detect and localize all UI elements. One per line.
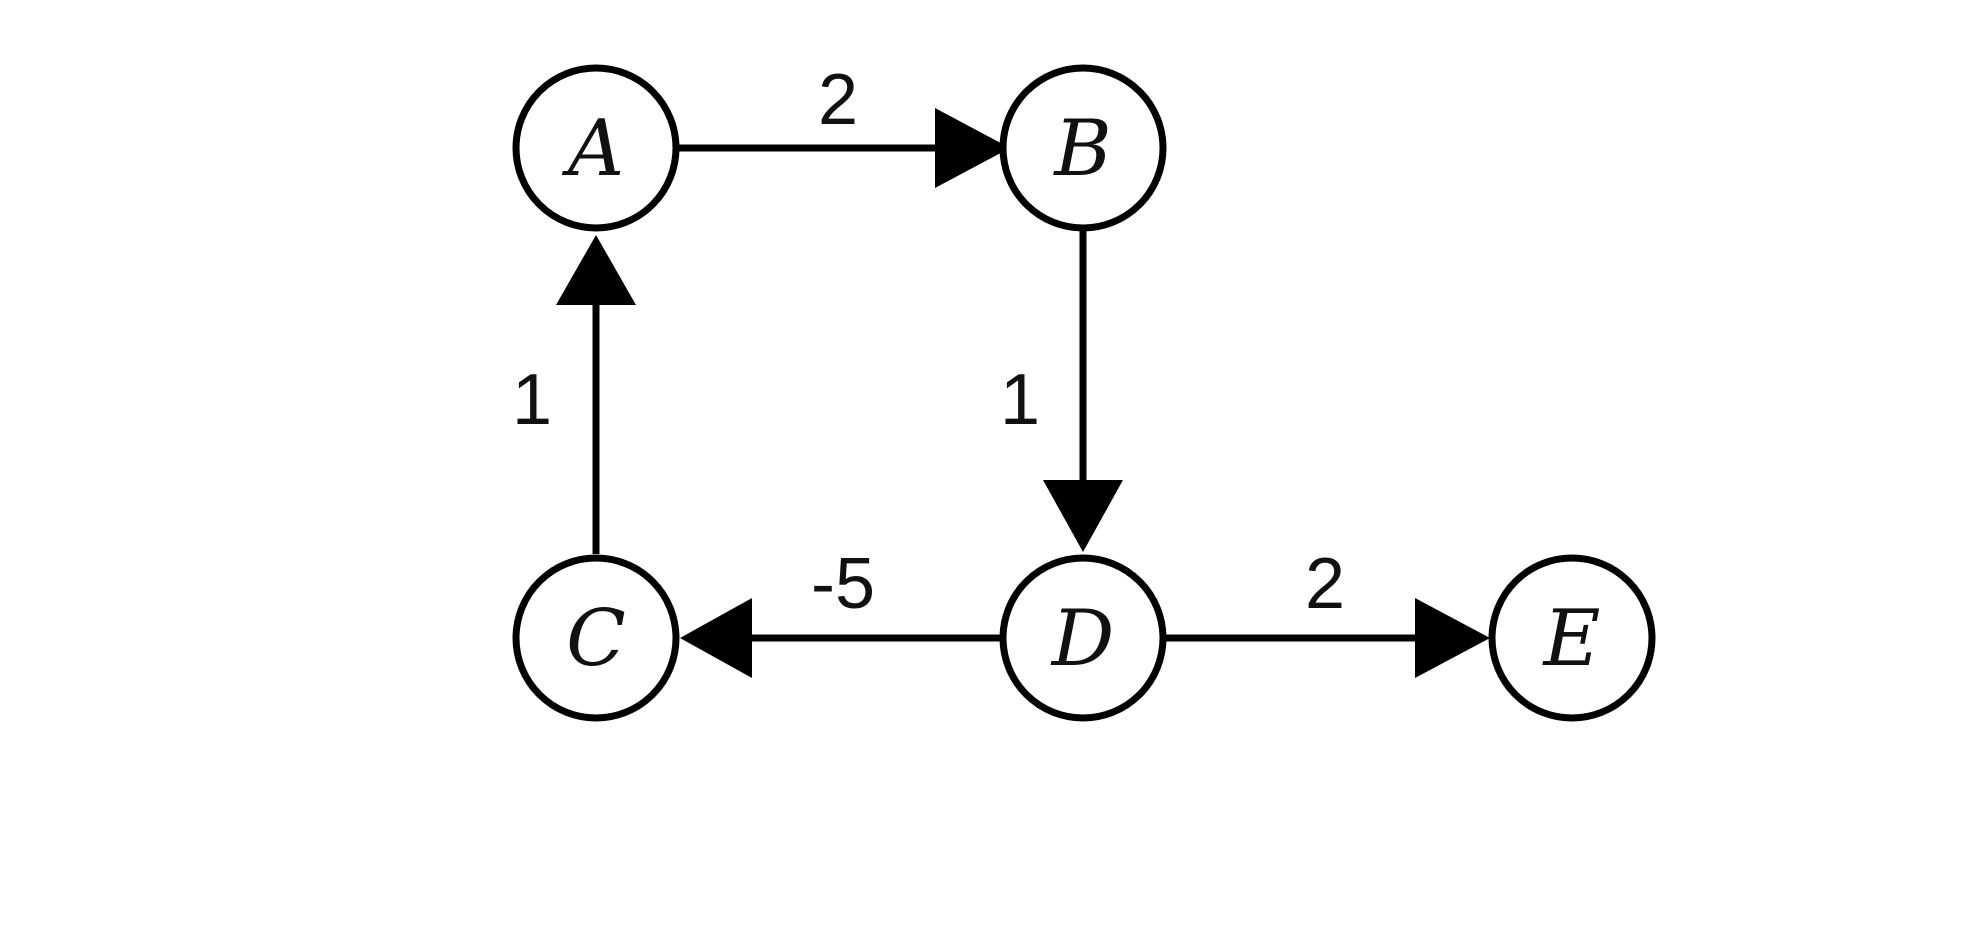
edge-b-d-arrowhead bbox=[1043, 480, 1123, 552]
node-d-circle bbox=[999, 554, 1167, 722]
edge-a-b-arrowhead bbox=[935, 108, 1010, 188]
edge-d-e-weight: 2 bbox=[1305, 544, 1345, 624]
edge-c-a-arrowhead bbox=[556, 235, 636, 305]
edge-a-b: 2 bbox=[678, 60, 1010, 188]
node-c-circle bbox=[512, 554, 680, 722]
edge-a-b-weight: 2 bbox=[818, 60, 858, 140]
node-a-circle bbox=[512, 64, 680, 232]
node-b: B bbox=[999, 64, 1167, 232]
edge-b-d-weight: 1 bbox=[1000, 360, 1040, 440]
node-e: E bbox=[1488, 554, 1656, 722]
edge-d-c-arrowhead bbox=[680, 598, 752, 678]
node-a-label: A bbox=[562, 104, 624, 194]
edge-c-a-weight: 1 bbox=[512, 360, 552, 440]
node-d: D bbox=[999, 554, 1167, 722]
node-e-circle bbox=[1488, 554, 1656, 722]
node-e-label: E bbox=[1542, 594, 1601, 684]
edge-d-c-weight: -5 bbox=[811, 544, 875, 624]
edge-d-e-arrowhead bbox=[1415, 598, 1490, 678]
node-d-label: D bbox=[1050, 594, 1115, 684]
edge-b-d: 1 bbox=[1000, 230, 1123, 552]
edge-d-e: 2 bbox=[1166, 544, 1490, 678]
node-b-label: B bbox=[1052, 104, 1111, 194]
node-c: C bbox=[512, 554, 680, 722]
edge-c-a: 1 bbox=[512, 235, 636, 554]
node-a: A bbox=[512, 64, 680, 232]
node-c-label: C bbox=[566, 594, 626, 684]
edge-d-c: -5 bbox=[680, 544, 1000, 678]
node-b-circle bbox=[999, 64, 1167, 232]
